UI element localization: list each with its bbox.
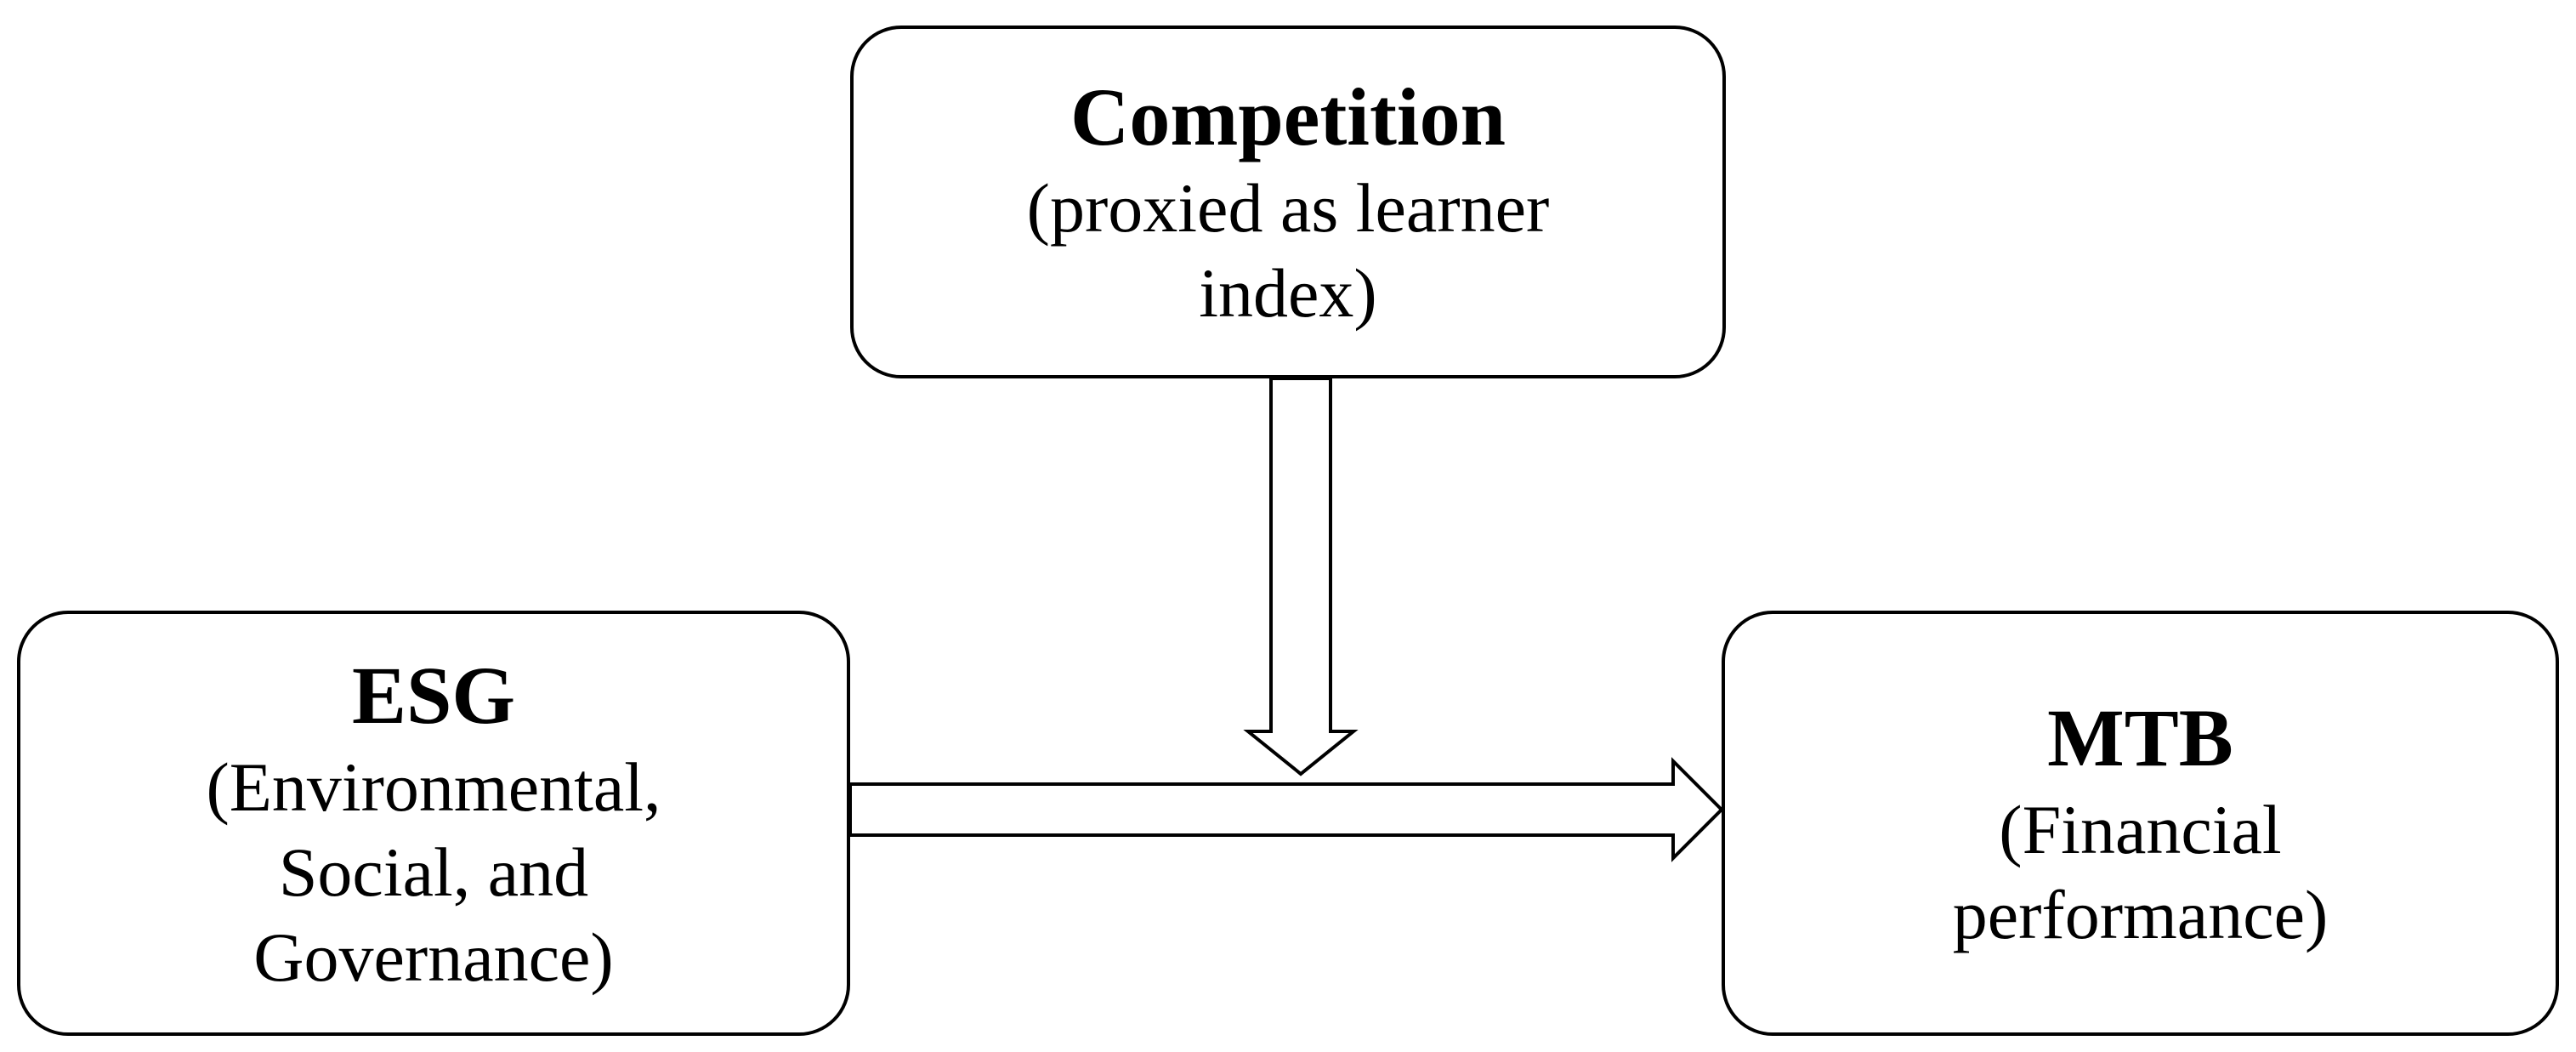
esg-subtitle: (Environmental, Social, and Governance) bbox=[206, 748, 661, 996]
competition-node: Competition (proxied as learner index) bbox=[850, 26, 1726, 378]
esg-node: ESG (Environmental, Social, and Governan… bbox=[17, 611, 850, 1036]
competition-title: Competition bbox=[1070, 71, 1506, 162]
mtb-title: MTB bbox=[2047, 692, 2233, 784]
mtb-subtitle: (Financial performance) bbox=[1952, 790, 2329, 953]
esg-to-mtb-arrow bbox=[848, 757, 1724, 862]
mtb-node: MTB (Financial performance) bbox=[1722, 611, 2559, 1036]
competition-subtitle: (proxied as learner index) bbox=[1026, 169, 1550, 333]
competition-moderation-arrow bbox=[1243, 377, 1359, 776]
esg-title: ESG bbox=[351, 650, 516, 742]
